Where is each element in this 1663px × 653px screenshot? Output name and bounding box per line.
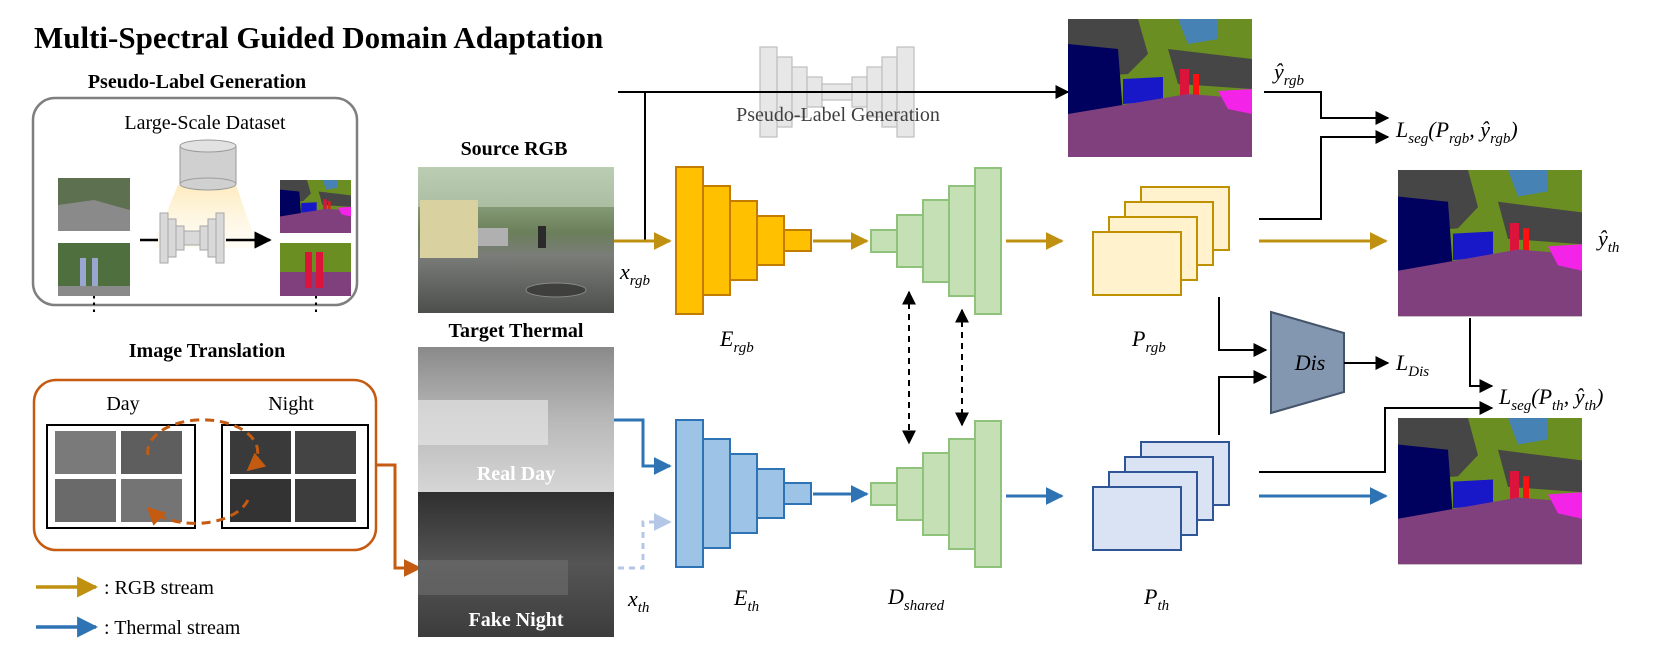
l-seg-th-label: Lseg(Pth, ŷth) [1498,384,1603,414]
thermal-encoder [675,419,812,568]
real-day-label: Real Day [477,463,555,485]
source-rgb-heading: Source RGB [461,138,568,160]
thermal-output-segmap [1398,418,1582,565]
p-th-to-dis-edge [1218,370,1268,435]
rgb-encoder [675,166,812,315]
e-th-label: Eth [733,585,759,615]
day-label: Day [106,393,139,415]
translation-to-fake-night-edge [376,463,422,577]
label-thumbnail-2 [280,243,351,296]
source-to-pseudo-label-edge [644,85,1070,240]
discriminator [1270,310,1345,415]
fake-night-input-edge [618,513,672,570]
dataset-thumbnail-1 [58,178,130,231]
pseudo-label-segmap-rgb [1068,19,1252,157]
translation-cycle-top [146,418,267,472]
large-scale-dataset-label: Large-Scale Dataset [124,112,286,134]
shared-decoder-top [870,167,1002,315]
pseudo-label-panel [31,96,359,307]
d-shared-label: Dshared [887,584,945,614]
pseudo-label-network-label: Pseudo-Label Generation [736,104,940,126]
translation-cycle-bottom [146,499,250,526]
small-network-icon [159,212,225,264]
l-seg-rgb-label: Lseg(Prgb, ŷrgb) [1395,117,1518,147]
prediction-stack-rgb [1092,186,1230,296]
x-rgb-label: xrgb [619,259,651,289]
dis-label: Dis [1294,350,1326,375]
p-rgb-to-loss-edge [1259,130,1390,220]
diagram-title: Multi-Spectral Guided Domain Adaptation [34,20,603,55]
dataset-thumbnail-2 [58,243,130,296]
p-rgb-label: Prgb [1131,326,1166,356]
p-rgb-to-dis-edge [1218,297,1268,357]
x-th-label: xth [627,586,649,616]
night-label: Night [268,393,314,415]
label-thumbnail-1 [280,180,352,233]
y-th-label: ŷth [1596,226,1619,256]
label-ellipsis: ⋮ [306,293,326,315]
night-image-grid [221,424,369,529]
e-rgb-label: Ergb [719,326,754,356]
thermal-fake-night-image [418,492,614,637]
dataset-ellipsis: ⋮ [84,293,104,315]
target-thermal-heading: Target Thermal [449,320,584,342]
image-translation-heading: Image Translation [129,340,286,362]
shared-decoder-bottom [870,420,1002,568]
day-image-grid [46,424,196,529]
y-th-to-loss-edge [1469,318,1494,393]
thermal-input-edge [614,418,672,475]
y-rgb-label: ŷrgb [1272,59,1305,89]
prediction-stack-thermal [1092,441,1230,551]
legend-rgb-label: : RGB stream [104,577,214,599]
fake-night-label: Fake Night [469,609,564,631]
pseudo-label-heading: Pseudo-Label Generation [88,71,306,93]
l-dis-label: LDis [1395,350,1429,380]
p-th-label: Pth [1143,584,1169,614]
pseudo-label-segmap-th [1398,170,1582,317]
legend-thermal-label: : Thermal stream [104,617,241,639]
thermal-real-day-image [418,347,614,492]
p-th-to-loss-edge [1259,401,1494,473]
database-icon [179,139,237,191]
y-rgb-to-loss-edge [1264,91,1390,125]
source-rgb-image [418,167,614,313]
